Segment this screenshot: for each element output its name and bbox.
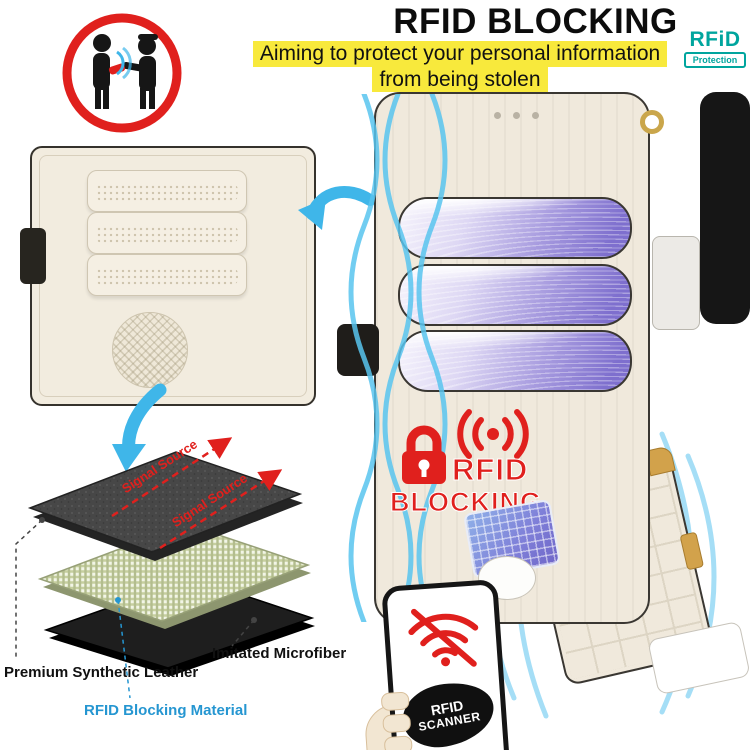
page-title: RFID BLOCKING	[393, 2, 678, 41]
wallet-clasp	[20, 228, 46, 284]
phone-edge	[700, 92, 750, 324]
case-card-slot	[398, 264, 632, 326]
scanner-label-line2: SCANNER	[417, 709, 482, 735]
no-skimming-icon	[62, 13, 182, 133]
label-imitated-microfiber: Imitated Microfiber	[212, 645, 347, 662]
callout-line	[117, 599, 131, 699]
callout-dot	[39, 517, 45, 523]
wallet-interior	[20, 146, 316, 406]
radio-waves-icon	[457, 409, 529, 459]
rfid-waves-overlay-icon	[348, 94, 448, 622]
callout-line	[231, 619, 255, 647]
finger	[382, 713, 412, 734]
label-rfid-blocking-material: RFID Blocking Material	[84, 702, 248, 719]
scanner-blob: RFID SCANNER	[397, 676, 499, 750]
scanner-phone-group: RFID SCANNER	[363, 577, 539, 750]
gray-card	[652, 236, 700, 330]
callout-dot	[251, 617, 257, 623]
curved-arrow-left-icon	[298, 186, 376, 230]
slot-texture	[96, 226, 238, 243]
eyelet	[640, 110, 664, 134]
subtitle-line-2: from being stolen	[372, 66, 548, 93]
material-layers-diagram: Signal Source Signal Source	[15, 436, 315, 699]
callout-line	[15, 519, 43, 660]
lock-icon	[402, 425, 446, 484]
snap-dot	[513, 112, 520, 119]
card-slot	[87, 212, 247, 254]
finger	[380, 691, 410, 712]
slot-texture	[96, 184, 238, 201]
curved-arrow-down-icon	[112, 383, 167, 472]
rfid-blocking-text-line1: RFID	[451, 452, 529, 488]
phone-screen: RFID SCANNER	[381, 578, 512, 750]
label-premium-synthetic-leather: Premium Synthetic Leather	[4, 664, 199, 681]
badge-subtitle: Protection	[684, 52, 746, 68]
phone-case-front	[337, 92, 664, 624]
mesh-snap-button	[112, 312, 188, 388]
callout-dot	[115, 597, 121, 603]
badge-title: RFiD	[689, 28, 741, 51]
leather-layer	[27, 451, 303, 561]
snap-dot	[494, 112, 501, 119]
rfid-protection-badge: RFiD Protection	[684, 29, 746, 68]
wifi-off-icon	[408, 608, 479, 667]
snap-dot	[532, 112, 539, 119]
card-slot	[87, 254, 247, 296]
card-slot	[87, 170, 247, 212]
subtitle: Aiming to protect your personal informat…	[205, 41, 715, 93]
subtitle-line-1: Aiming to protect your personal informat…	[252, 41, 668, 67]
slot-texture	[96, 268, 238, 285]
finger	[383, 735, 413, 750]
